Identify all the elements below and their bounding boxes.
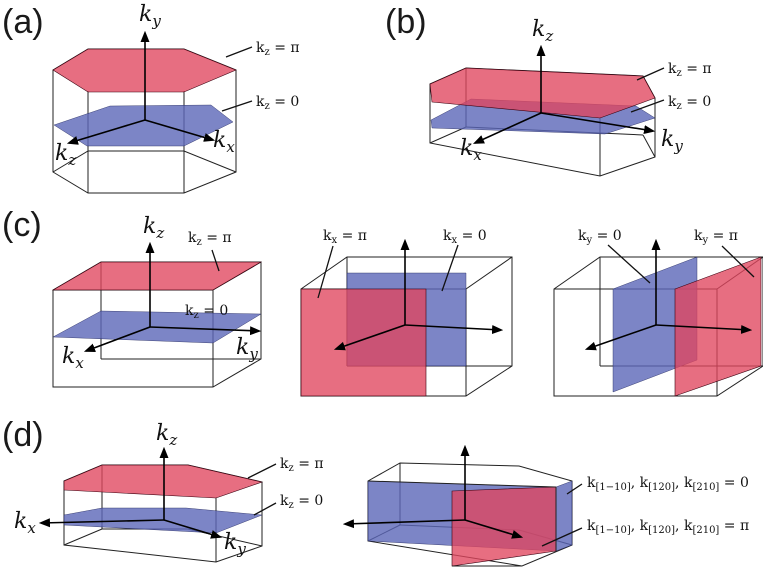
ky-axis [540,112,656,135]
panel-b: (b) kz kx ky kz = π kz = 0 [385,3,712,177]
kx-axis [144,119,216,142]
eq-kz-pi: kz = π [668,61,712,79]
leader-kz-0 [221,100,253,112]
panel-d-label: (d) [2,416,44,454]
ky-axis [149,326,262,336]
leader-kz-0 [630,99,665,113]
ky-axis [163,519,223,539]
eq-ky-0: ky = 0 [578,228,622,246]
kz-label: kz [532,17,553,45]
leader-k-0 [566,483,583,495]
kx-axis [83,326,151,353]
leader-kx-pi [317,245,334,299]
kx-label: kx [62,344,84,372]
leader-k-pi [541,527,583,547]
panel-c-right: ky = 0 ky = π [553,228,763,397]
kz-pi-plane [51,261,263,291]
eq-k-pi: k[1−10], k[120], k[210] = π [587,518,749,536]
kz-label: kz [143,214,164,242]
eq-kx-0: kx = 0 [443,228,487,246]
kz-0-plane [53,104,234,147]
ky-label: ky [139,2,161,30]
panel-b-label: (b) [385,3,427,41]
ky-axis [464,519,524,539]
kx-pi-plane [300,288,427,397]
eq-kz-pi: kz = π [280,456,324,474]
eq-kz-0: kz = 0 [280,493,323,511]
leader-kz-pi [211,249,220,272]
leader-kz-pi [225,46,253,58]
panel-c-left: kz kx ky kz = π kz = 0 [51,214,263,388]
panel-c-label: (c) [2,206,42,244]
k-plane-pi [451,486,557,567]
panel-a-label: (a) [2,3,44,41]
leader-kz-0 [253,502,277,516]
kz-pi-plane [429,67,656,119]
eq-kx-pi: kx = π [323,228,367,246]
panel-d-right: k[1−10], k[120], k[210] = 0 k[1−10], k[1… [342,444,749,567]
ky-label: ky [661,127,683,155]
kx-label: kx [460,136,482,164]
kx-axis [342,519,466,529]
kx-label: kx [14,509,36,537]
leader-ky-pi [721,245,755,278]
eq-kz-0: kz = 0 [256,94,299,112]
ky-label: ky [236,335,258,363]
panel-c-middle: kx = π kx = 0 [300,228,513,397]
panel-a: (a) ky kz kx kz = π kz = 0 [2,2,300,194]
kz-label: kz [156,421,177,449]
leader-kz-pi [636,67,665,81]
panel-d: (d) kz kx ky kz = π kz = 0 [2,416,749,567]
eq-kz-pi: kz = π [256,40,300,58]
ky-label: ky [224,530,246,558]
eq-kz-0: kz = 0 [668,94,711,112]
kx-axis [584,324,657,351]
eq-ky-pi: ky = π [694,228,738,246]
kx-label: kx [213,128,235,156]
panel-c: (c) kz kx ky kz = π kz = 0 [2,206,763,397]
kz-axis [66,119,146,145]
ky-pi-plane [674,256,762,397]
kx-axis [472,112,542,144]
leader-kx-0 [441,244,459,292]
kz-pi-plane [63,464,264,499]
eq-kz-pi: kz = π [188,230,232,248]
kx-axis [38,518,165,528]
ky-axis [655,324,753,334]
ky-axis [404,324,504,335]
kx-axis [333,324,406,351]
eq-kz-0: kz = 0 [185,303,228,321]
leader-kz-pi [247,463,277,479]
kz-label: kz [55,141,76,169]
leader-ky-0 [607,244,651,284]
eq-k-0: k[1−10], k[120], k[210] = 0 [587,475,749,493]
